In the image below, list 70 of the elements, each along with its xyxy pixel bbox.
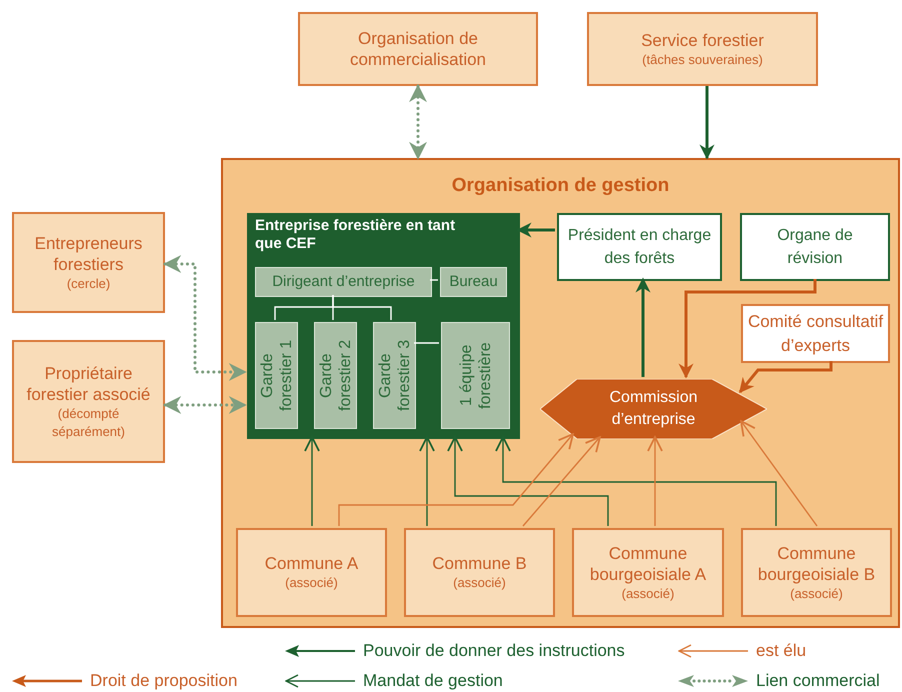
node-note: (décompté séparément) [51,404,126,440]
hexagon-node [540,379,767,439]
group-panel [221,158,900,628]
node-label: Bureau [449,272,498,292]
arrow [738,361,832,394]
legend-label: Lien commercial [756,671,880,691]
connector-line [332,295,392,320]
node-label: Dirigeant d’entreprise [272,272,415,292]
role-box [373,322,416,429]
node-label: Commune A [264,553,360,574]
legend-label: Pouvoir de donner des instructions [363,641,625,661]
node-label: Garde forestier 3 [376,338,414,414]
node-label: Commission d’entreprise [608,388,698,430]
node-note: (associé) [620,584,676,602]
node-label: Président en charge des forêts [567,226,712,269]
arrow [700,86,714,160]
node-label: Organisation de commercialisation [348,28,488,70]
role-box [255,322,298,429]
role-box [441,322,510,429]
role-box [314,322,357,429]
node-label: Commune bourgeoisiale A [588,542,708,584]
arrow [636,278,650,377]
arrow [338,433,574,526]
process-box [587,12,818,86]
process-box [740,213,890,281]
group-panel [247,213,520,439]
arrow [409,84,427,160]
process-box [298,12,538,86]
arrow [647,436,663,526]
process-box [741,304,890,363]
process-box [572,528,724,617]
connector-line [414,342,439,344]
node-label: Organe de révision [776,226,854,269]
node-note: (cercle) [66,274,112,292]
process-box [741,528,892,617]
legend-label: Mandat de gestion [363,671,503,691]
node-label: Commune bourgeoisiale B [756,542,876,584]
role-box [440,267,507,297]
arrow [447,436,609,526]
arrow [678,279,816,378]
node-label: Organisation de gestion [452,174,670,198]
legend-label: est élu [756,641,806,661]
legend-label: Droit de proposition [90,671,238,691]
node-label: 1 équipe forestière [456,341,494,411]
node-label: Commune B [431,553,528,574]
process-box [12,340,165,463]
arrow [163,255,247,381]
arrow [522,436,601,526]
arrow [304,436,320,526]
node-note: (associé) [452,574,507,592]
node-note: (associé) [789,584,844,602]
node-label: Propriétaire forestier associé [26,362,152,404]
process-box [557,213,722,281]
role-box [255,267,432,297]
node-label: Garde forestier 1 [258,338,296,414]
arrow [419,436,435,526]
process-box [404,528,555,617]
node-note: (tâches souveraines) [641,50,764,68]
process-box [236,528,387,617]
arrow [495,436,777,526]
connector-line [430,279,438,281]
node-label: Garde forestier 2 [316,338,354,414]
node-label: Entrepreneurs forestiers [34,232,144,274]
node-label: Entreprise forestière en tant que CEF [255,217,456,253]
process-box [12,212,165,313]
node-note: (associé) [284,574,339,592]
arrow [740,420,818,526]
node-label: Comité consultatif d’experts [747,310,884,356]
node-label: Service forestier [640,30,765,50]
arrow [163,396,247,414]
